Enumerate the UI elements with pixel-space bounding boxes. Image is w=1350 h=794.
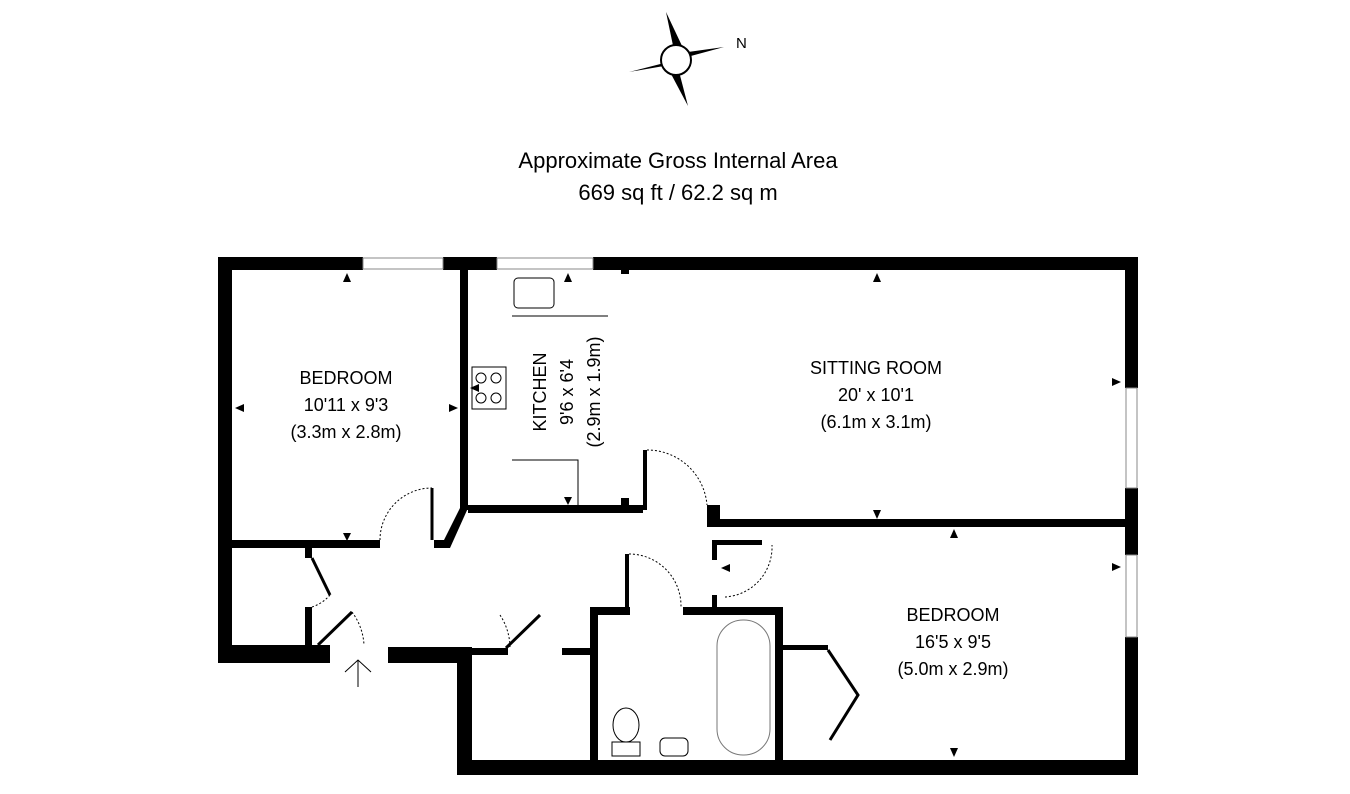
svg-text:(2.9m x 1.9m): (2.9m x 1.9m) [584,336,604,447]
bath-icon [716,619,771,756]
toilet-icon [612,707,640,743]
dimension-markers [235,273,1121,757]
svg-text:16'5 x 9'5: 16'5 x 9'5 [915,632,991,652]
svg-text:BEDROOM: BEDROOM [299,368,392,388]
svg-text:20' x 10'1: 20' x 10'1 [838,385,914,405]
north-label: N [736,35,747,52]
basin-icon [659,737,689,757]
svg-text:(5.0m x 2.9m): (5.0m x 2.9m) [897,659,1008,679]
svg-text:(6.1m x 3.1m): (6.1m x 3.1m) [820,412,931,432]
walls [218,257,1138,775]
fixtures [471,277,771,757]
room-label-bedroom-2: BEDROOM 16'5 x 9'5 (5.0m x 2.9m) [897,605,1008,679]
svg-text:9'6 x 6'4: 9'6 x 6'4 [557,359,577,425]
windows [362,257,1138,638]
room-label-bedroom-1: BEDROOM 10'11 x 9'3 (3.3m x 2.8m) [290,368,401,442]
svg-text:KITCHEN: KITCHEN [530,352,550,431]
svg-text:10'11 x 9'3: 10'11 x 9'3 [304,395,389,415]
area-title: Approximate Gross Internal Area [518,148,838,173]
compass-icon [629,12,724,106]
svg-text:BEDROOM: BEDROOM [906,605,999,625]
doors [310,449,860,741]
svg-text:SITTING ROOM: SITTING ROOM [810,358,942,378]
room-label-kitchen: KITCHEN 9'6 x 6'4 (2.9m x 1.9m) [530,336,604,447]
svg-text:(3.3m x 2.8m): (3.3m x 2.8m) [290,422,401,442]
room-label-sitting-room: SITTING ROOM 20' x 10'1 (6.1m x 3.1m) [810,358,942,432]
area-value: 669 sq ft / 62.2 sq m [578,180,777,205]
sink-icon [513,277,555,309]
entrance-arrow-icon [344,659,372,687]
